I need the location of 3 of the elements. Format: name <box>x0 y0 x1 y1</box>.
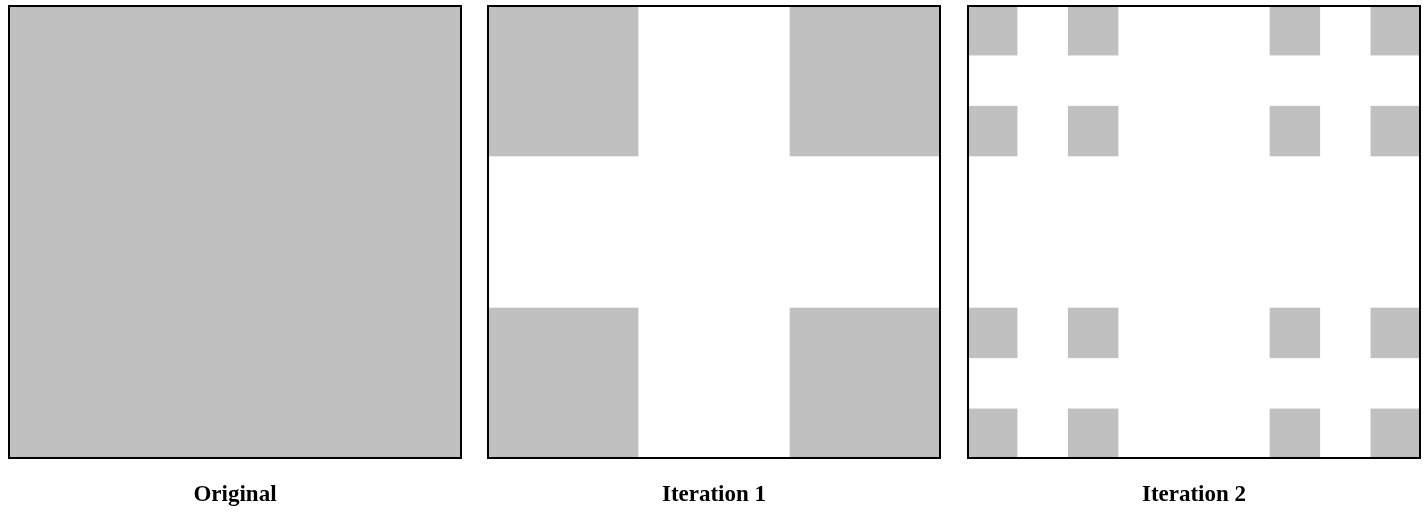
panel-caption: Iteration 1 <box>661 481 767 507</box>
panel-caption: Iteration 2 <box>1141 481 1247 507</box>
panel-caption: Original <box>193 481 277 507</box>
